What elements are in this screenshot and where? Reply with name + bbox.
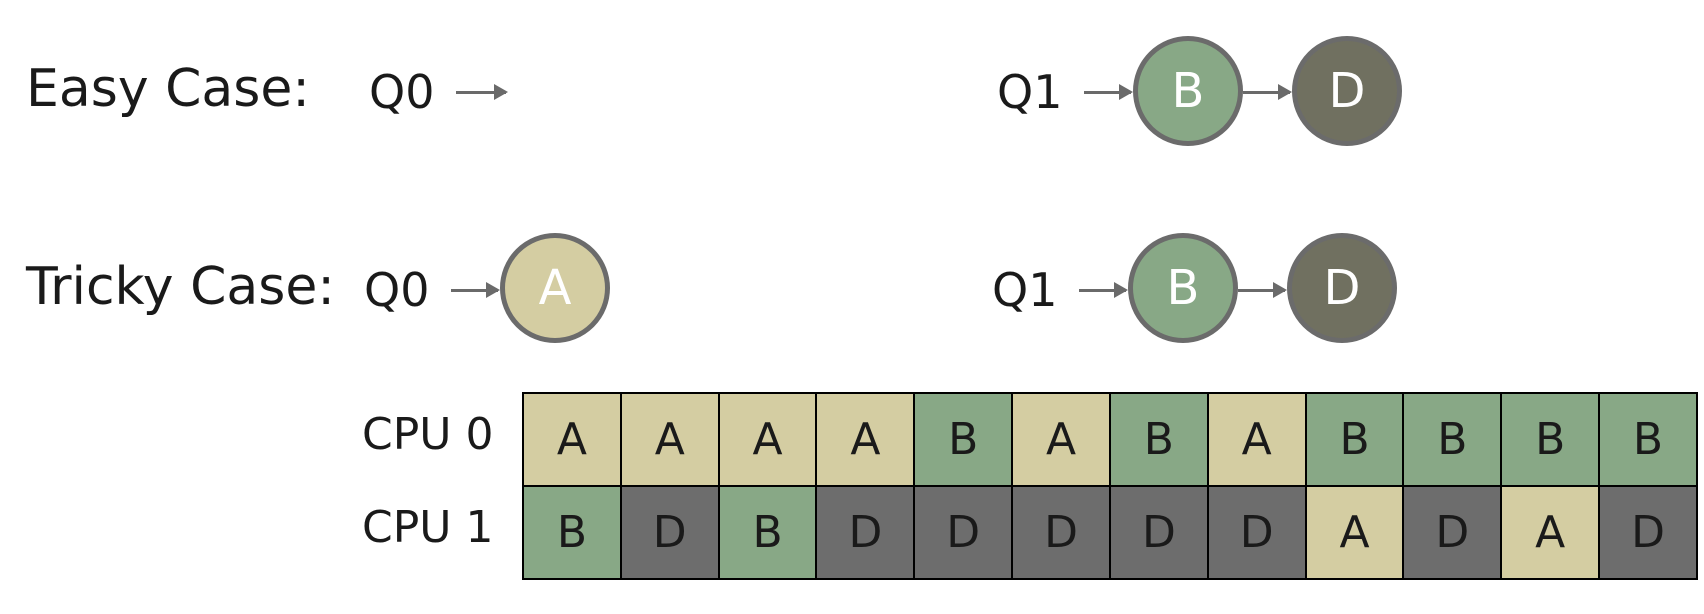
cpu1-slot-8: D (1208, 487, 1305, 578)
easy-q1-node-b: B (1133, 36, 1243, 146)
cpu0-label: CPU 0 (362, 409, 494, 460)
tricky-q0-label: Q0 (364, 263, 430, 317)
easy-q1-arrow-icon (1084, 84, 1133, 100)
cpu0-slot-7: B (1110, 394, 1207, 485)
easy-q0-arrow-icon (456, 84, 508, 100)
cpu0-slot-11: B (1502, 394, 1599, 485)
cpu0-slot-8: A (1208, 394, 1305, 485)
cpu0-slot-2: A (621, 394, 718, 485)
cpu0-slot-5: B (915, 394, 1012, 485)
cpu1-slot-9: A (1306, 487, 1403, 578)
easy-q1-label: Q1 (997, 65, 1063, 119)
cpu0-slot-6: A (1013, 394, 1109, 485)
cpu1-slot-10: D (1404, 487, 1501, 578)
tricky-q1-arrow-icon (1079, 282, 1128, 298)
cpu1-slot-6: D (1013, 487, 1109, 578)
tricky-case-label: Tricky Case: (26, 257, 335, 317)
cpu1-slot-12: D (1600, 487, 1696, 578)
cpu1-slot-4: D (817, 487, 914, 578)
cpu1-slot-5: D (915, 487, 1012, 578)
cpu0-slot-10: B (1404, 394, 1501, 485)
cpu1-slot-11: A (1502, 487, 1599, 578)
tricky-q1-link-arrow-icon (1238, 282, 1287, 298)
cpu0-slot-4: A (817, 394, 914, 485)
tricky-q1-node-d: D (1287, 233, 1397, 343)
cpu0-slot-9: B (1306, 394, 1403, 485)
cpu1-label: CPU 1 (362, 502, 494, 553)
cpu1-slot-3: B (719, 487, 816, 578)
cpu0-slot-12: B (1600, 394, 1696, 485)
cpu0-slot-3: A (719, 394, 816, 485)
tricky-q1-node-b: B (1128, 233, 1238, 343)
easy-q1-node-d: D (1292, 36, 1402, 146)
cpu1-slot-7: D (1110, 487, 1207, 578)
easy-q0-label: Q0 (369, 65, 435, 119)
cpu1-slot-2: D (621, 487, 718, 578)
schedule-grid: A A A A B A B A B B B B B D B D D D D D … (522, 392, 1698, 580)
easy-q1-link-arrow-icon (1243, 84, 1292, 100)
cpu0-slot-1: A (524, 394, 620, 485)
easy-case-label: Easy Case: (26, 59, 310, 119)
cpu1-slot-1: B (524, 487, 620, 578)
tricky-q0-node-a: A (500, 233, 610, 343)
tricky-q1-label: Q1 (992, 263, 1058, 317)
tricky-q0-arrow-icon (451, 282, 500, 298)
